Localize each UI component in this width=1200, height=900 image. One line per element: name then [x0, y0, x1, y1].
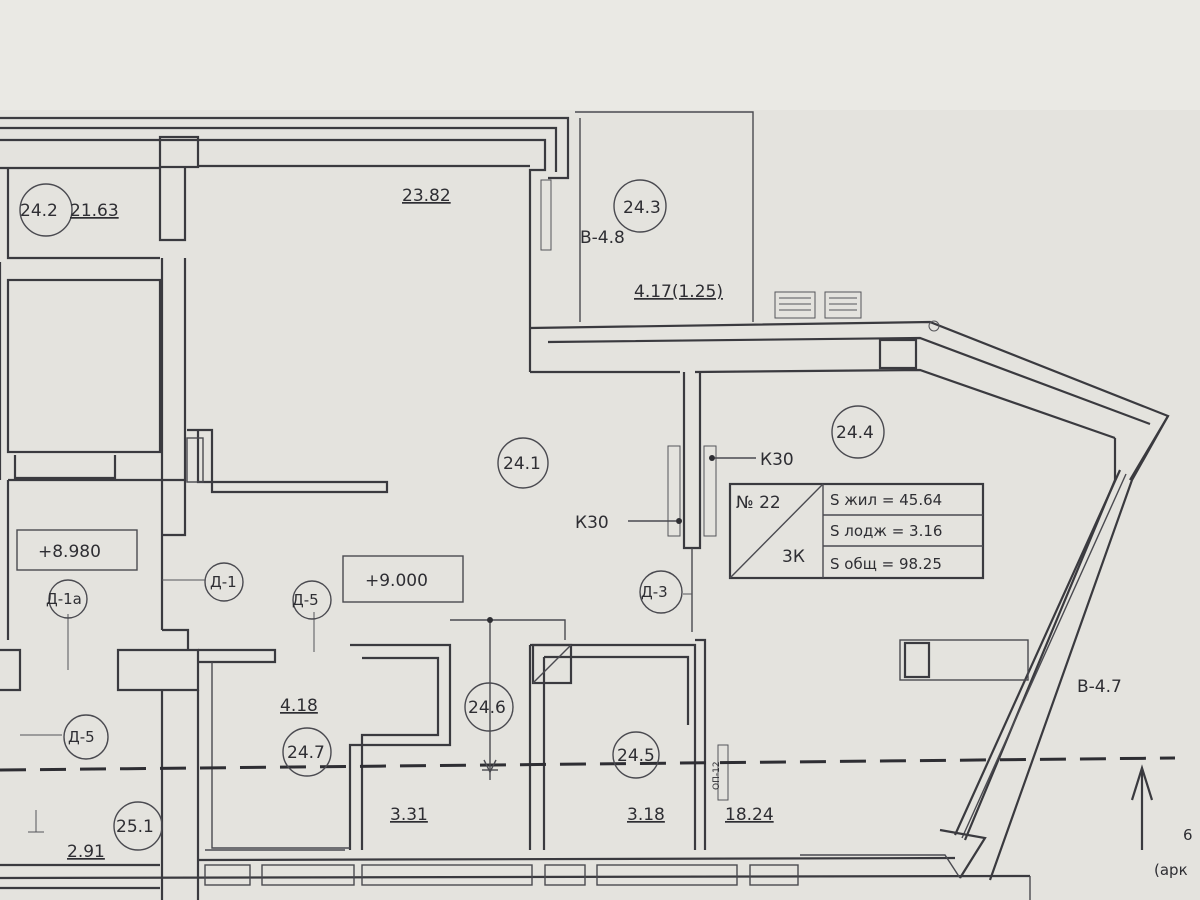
room-24-4-marker [831, 405, 885, 459]
partition-block [899, 639, 1029, 681]
room-24-3-area: 4.17(1.25) [634, 282, 723, 302]
room-24-7-code: 24.7 [287, 743, 325, 763]
room-24-5-marker [612, 731, 660, 779]
room-24-2-code: 24.2 [20, 201, 58, 221]
room-24-3-code: 24.3 [623, 198, 661, 218]
window-b-4-7: В-4.7 [1077, 677, 1122, 697]
room-24-4-code: 24.4 [836, 423, 874, 443]
area-living: S жил = 45.64 [830, 491, 942, 509]
outer-wall-top [0, 116, 570, 330]
room-24-5-code: 24.5 [617, 746, 655, 766]
room-24-1-code: 24.1 [503, 454, 541, 474]
room-24-7-marker [282, 727, 332, 777]
lower-walls [0, 619, 729, 900]
bottom-wall [0, 854, 1031, 900]
column-k30-upper: К30 [760, 450, 794, 470]
room-24-4-area: 18.24 [725, 805, 774, 825]
column-wall [628, 372, 756, 632]
room-25-1-area: 2.91 [67, 842, 105, 862]
radiators [774, 291, 862, 319]
room-24-2-marker [19, 183, 73, 237]
apartment-number: № 22 [736, 493, 781, 513]
column-k30-lower: К30 [575, 513, 609, 533]
door-leaders [20, 579, 692, 833]
balcony-outline [540, 111, 754, 322]
room-24-6-area: 3.31 [390, 805, 428, 825]
door-d-5-lower: Д-5 [68, 728, 95, 746]
room-24-3-marker [613, 179, 667, 233]
door-markers [48, 562, 683, 760]
edge-text-number: 6 [1183, 826, 1193, 844]
room-25-1-marker [113, 801, 163, 851]
dimension-line [482, 617, 498, 780]
apartment-type: 3К [782, 547, 805, 567]
section-line [0, 756, 1176, 850]
room-25-1-code: 25.1 [116, 817, 154, 837]
apartment-info-table [728, 482, 985, 580]
level-left: +8.980 [38, 542, 101, 562]
room-24-6-code: 24.6 [468, 698, 506, 718]
window-b-4-8: В-4.8 [580, 228, 625, 248]
room-markers [19, 179, 885, 851]
level-main: +9.000 [365, 571, 428, 591]
room-24-1-marker [497, 437, 549, 489]
door-d-1a: Д-1а [46, 590, 82, 608]
labels: 24.2 21.63 23.82 24.1 24.3 В-4.8 4.17(1.… [20, 186, 1193, 879]
edge-text-note: (арк [1154, 861, 1188, 879]
door-d-3: Д-3 [641, 583, 668, 601]
outer-wall-right [939, 415, 1169, 881]
left-rooms [0, 166, 389, 640]
area-total: S общ = 98.25 [830, 555, 942, 573]
room-24-5-area: 3.18 [627, 805, 665, 825]
door-d-1: Д-1 [210, 573, 237, 591]
level-boxes [16, 529, 464, 603]
door-d-5-upper: Д-5 [292, 591, 319, 609]
room-24-1-area: 23.82 [402, 186, 451, 206]
area-balcony: S лодж = 3.16 [830, 522, 942, 540]
room-24-7-area: 4.18 [280, 696, 318, 716]
room-24-2-area: 21.63 [70, 201, 119, 221]
window-op-12: ОП-12 [712, 761, 722, 790]
room-24-6-marker [464, 682, 514, 732]
